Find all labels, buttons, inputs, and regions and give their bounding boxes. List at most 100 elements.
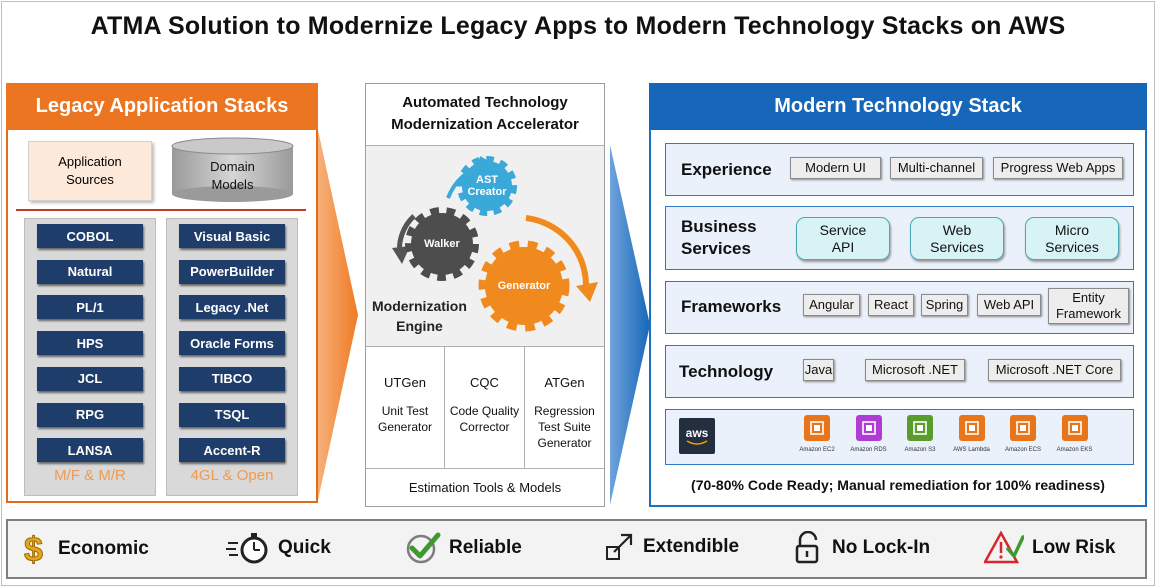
tool-utgen-line1: Unit Test	[381, 404, 429, 418]
language-box: TSQL	[179, 402, 285, 427]
aws-service-label: Amazon S3	[904, 447, 936, 453]
aws-service-label: Amazon ECS	[1004, 447, 1041, 453]
svc-web-line1: Web	[942, 221, 972, 238]
benefit-extendible: Extendible	[605, 531, 739, 563]
tag-progress-web-apps: Progress Web Apps	[993, 157, 1123, 179]
tool-cqc-name: CQC	[470, 375, 499, 390]
aws-service-icon	[907, 415, 933, 441]
language-box: Natural	[37, 259, 143, 284]
warning-icon	[984, 531, 1024, 564]
svg-text:$: $	[24, 531, 43, 567]
tool-atgen-name: ATGen	[544, 375, 585, 390]
language-box: LANSA	[37, 438, 143, 463]
database-cylinder-icon	[171, 137, 294, 202]
language-box: RPG	[37, 402, 143, 427]
aws-service-label: Amazon EC2	[799, 447, 835, 453]
4gl-footer: 4GL & Open	[190, 467, 274, 484]
language-box: JCL	[37, 366, 143, 391]
tool-utgen: UTGen Unit Test Generator	[366, 375, 444, 435]
orange-chevron-arrow	[318, 130, 358, 500]
tag-java: Java	[803, 359, 834, 381]
tag-microsoft-net: Microsoft .NET	[865, 359, 965, 381]
tag-angular: Angular	[803, 294, 860, 316]
benefit-no-lock-in-label: No Lock-In	[832, 537, 931, 558]
aws-logo-text: aws	[685, 426, 709, 440]
tool-divider-2	[524, 346, 525, 468]
benefit-economic: $ Economic	[24, 531, 149, 567]
tool-utgen-name: UTGen	[384, 375, 426, 390]
walker-gear-icon	[405, 207, 479, 281]
language-box: HPS	[37, 331, 143, 356]
code-ready-note: (70-80% Code Ready; Manual remediation f…	[691, 477, 1105, 493]
accelerator-divider-top	[366, 145, 604, 146]
svc-micro-line1: Micro	[1054, 221, 1090, 238]
aws-service-icon	[804, 415, 830, 441]
tag-microsoft-net-core: Microsoft .NET Core	[988, 359, 1121, 381]
language-box: Visual Basic	[179, 224, 285, 248]
accelerator-title-line2: Modernization Accelerator	[391, 116, 579, 133]
tag-multi-channel: Multi-channel	[890, 157, 983, 179]
svc-api-line2: API	[831, 238, 855, 255]
checkmark-icon	[406, 532, 441, 564]
walker-label: Walker	[424, 238, 460, 250]
aws-logo: aws	[679, 418, 715, 454]
tag-modern-ui: Modern UI	[790, 157, 881, 179]
sources-line2: Sources	[66, 172, 114, 187]
language-box: Legacy .Net	[179, 295, 285, 320]
generator-gear-icon	[478, 240, 570, 332]
accelerator-title-line1: Automated Technology	[402, 94, 568, 111]
tool-cqc-line1: Code Quality	[449, 404, 520, 418]
mainframe-footer: M/F & M/R	[54, 467, 126, 484]
business-line1: Business	[681, 217, 757, 236]
language-box: Accent-R	[179, 438, 285, 463]
tag-react: React	[868, 294, 914, 316]
sources-line1: Application	[58, 154, 122, 169]
modern-stack-header: Modern Technology Stack	[649, 83, 1147, 130]
language-box: COBOL	[37, 224, 143, 248]
domain-line1: Domain	[210, 159, 255, 174]
estimation-tools-label: Estimation Tools & Models	[408, 480, 562, 495]
tool-atgen-line3: Generator	[537, 436, 592, 450]
benefit-economic-label: Economic	[58, 538, 149, 559]
tool-atgen-line1: Regression	[534, 404, 595, 418]
tag-spring: Spring	[921, 294, 968, 316]
entity-line2: Framework	[1055, 306, 1121, 321]
ast-line2: Creator	[467, 186, 507, 198]
svc-api-line1: Service	[819, 221, 867, 238]
domain-line2: Models	[211, 177, 254, 192]
language-box: Oracle Forms	[179, 331, 285, 356]
aws-service-label: Amazon RDS	[850, 447, 887, 453]
expand-arrow-icon	[606, 533, 633, 560]
tag-web-api: Web API	[977, 294, 1041, 316]
benefits-bar	[6, 519, 1147, 579]
language-box: PL/1	[37, 295, 143, 320]
generator-label: Generator	[497, 280, 551, 292]
svc-micro-line2: Services	[1045, 238, 1099, 255]
page-title: ATMA Solution to Modernize Legacy Apps t…	[90, 12, 1066, 40]
unlocked-padlock-icon	[795, 531, 819, 564]
aws-service-label: AWS Lambda	[953, 447, 990, 453]
dollar-icon: $	[24, 531, 44, 567]
business-line2: Services	[681, 239, 751, 258]
accelerator-divider-bottom	[366, 468, 604, 469]
language-box: PowerBuilder	[179, 259, 285, 284]
language-box: TIBCO	[179, 366, 285, 391]
benefit-extendible-label: Extendible	[643, 536, 740, 557]
technology-label: Technology	[679, 362, 774, 381]
engine-line2: Engine	[396, 318, 443, 334]
benefit-quick: Quick	[226, 531, 331, 565]
stopwatch-icon	[226, 533, 268, 564]
legacy-header: Legacy Application Stacks	[6, 83, 318, 130]
aws-smile-icon	[686, 440, 708, 445]
benefit-quick-label: Quick	[278, 537, 331, 558]
tool-atgen-line2: Test Suite	[538, 420, 591, 434]
benefit-reliable: Reliable	[405, 531, 522, 565]
tool-cqc-line2: Corrector	[459, 420, 510, 434]
